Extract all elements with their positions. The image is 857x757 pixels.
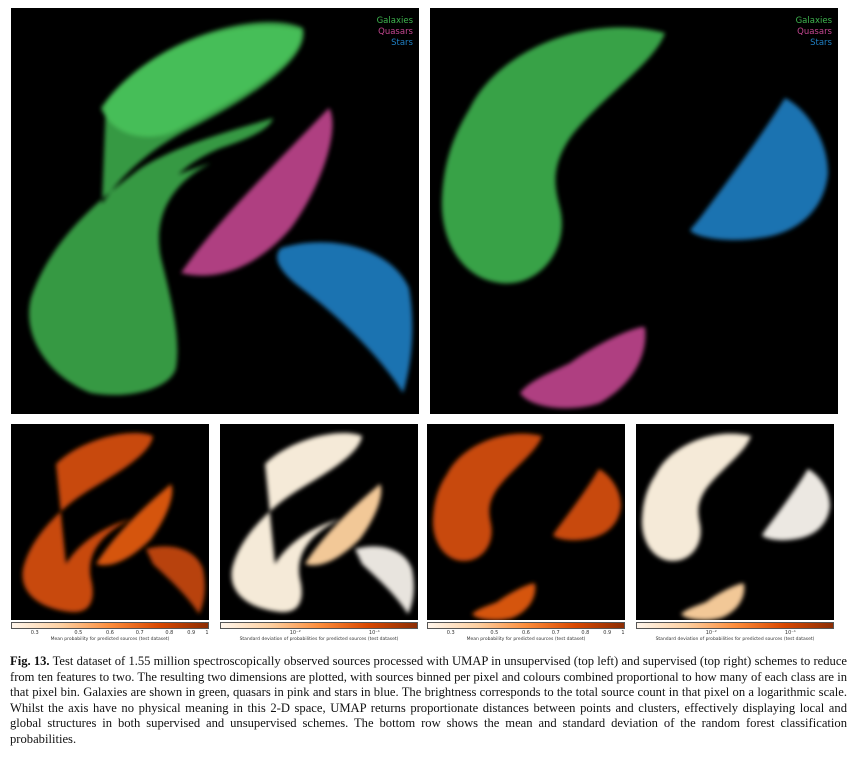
colorbar-label: Mean probability for predicted sources (… <box>50 637 170 642</box>
mean-probability-unsupervised-map <box>22 433 205 614</box>
std-probability-unsupervised-panel <box>220 424 418 620</box>
legend: Galaxies Quasars Stars <box>377 16 413 49</box>
galaxies-upper-lobe <box>101 25 302 137</box>
legend-stars: Stars <box>810 38 832 48</box>
legend-quasars: Quasars <box>378 27 413 37</box>
caption-text: Test dataset of 1.55 million spectroscop… <box>10 654 848 746</box>
std-probability-colorbar <box>636 622 834 629</box>
std-probability-supervised-map <box>641 433 830 620</box>
std-probability-supervised-panel <box>636 424 834 620</box>
colorbar-ticks: 10⁻² 10⁻¹ <box>289 630 380 636</box>
colorbar-label: Standard deviation of probabilities for … <box>655 637 815 642</box>
umap-unsupervised-panel: Galaxies Quasars Stars <box>11 8 419 414</box>
figure-caption: Fig. 13. Test dataset of 1.55 million sp… <box>10 654 847 748</box>
caption-label: Fig. 13. <box>10 654 50 668</box>
colorbar-ticks: 10⁻² 10⁻¹ <box>705 630 796 636</box>
mean-probability-colorbar <box>427 622 625 629</box>
umap-unsupervised-plot <box>29 21 413 396</box>
umap-supervised-panel: Galaxies Quasars Stars <box>430 8 838 414</box>
colorbar-ticks: 0.3 0.5 0.6 0.7 0.8 0.9 1 <box>30 630 209 636</box>
mean-probability-unsupervised-panel <box>11 424 209 620</box>
galaxies-cluster <box>29 21 304 396</box>
stars-cluster <box>277 242 413 393</box>
mean-probability-supervised-map <box>432 433 621 620</box>
galaxies-cluster <box>441 27 665 284</box>
legend-stars: Stars <box>391 38 413 48</box>
legend-quasars: Quasars <box>797 27 832 37</box>
legend: Galaxies Quasars Stars <box>796 16 832 49</box>
std-probability-colorbar <box>220 622 418 629</box>
umap-supervised-plot <box>441 27 828 409</box>
colorbar-label: Standard deviation of probabilities for … <box>239 637 399 642</box>
colorbar-ticks: 0.3 0.5 0.6 0.7 0.8 0.9 1 <box>446 630 625 636</box>
quasars-cluster <box>520 327 646 409</box>
quasars-cluster <box>181 108 333 276</box>
colorbar-label: Mean probability for predicted sources (… <box>466 637 586 642</box>
mean-probability-supervised-panel <box>427 424 625 620</box>
std-probability-unsupervised-map <box>231 433 414 614</box>
mean-probability-colorbar <box>11 622 209 629</box>
legend-galaxies: Galaxies <box>376 16 413 26</box>
stars-cluster <box>690 98 828 241</box>
legend-galaxies: Galaxies <box>795 16 832 26</box>
